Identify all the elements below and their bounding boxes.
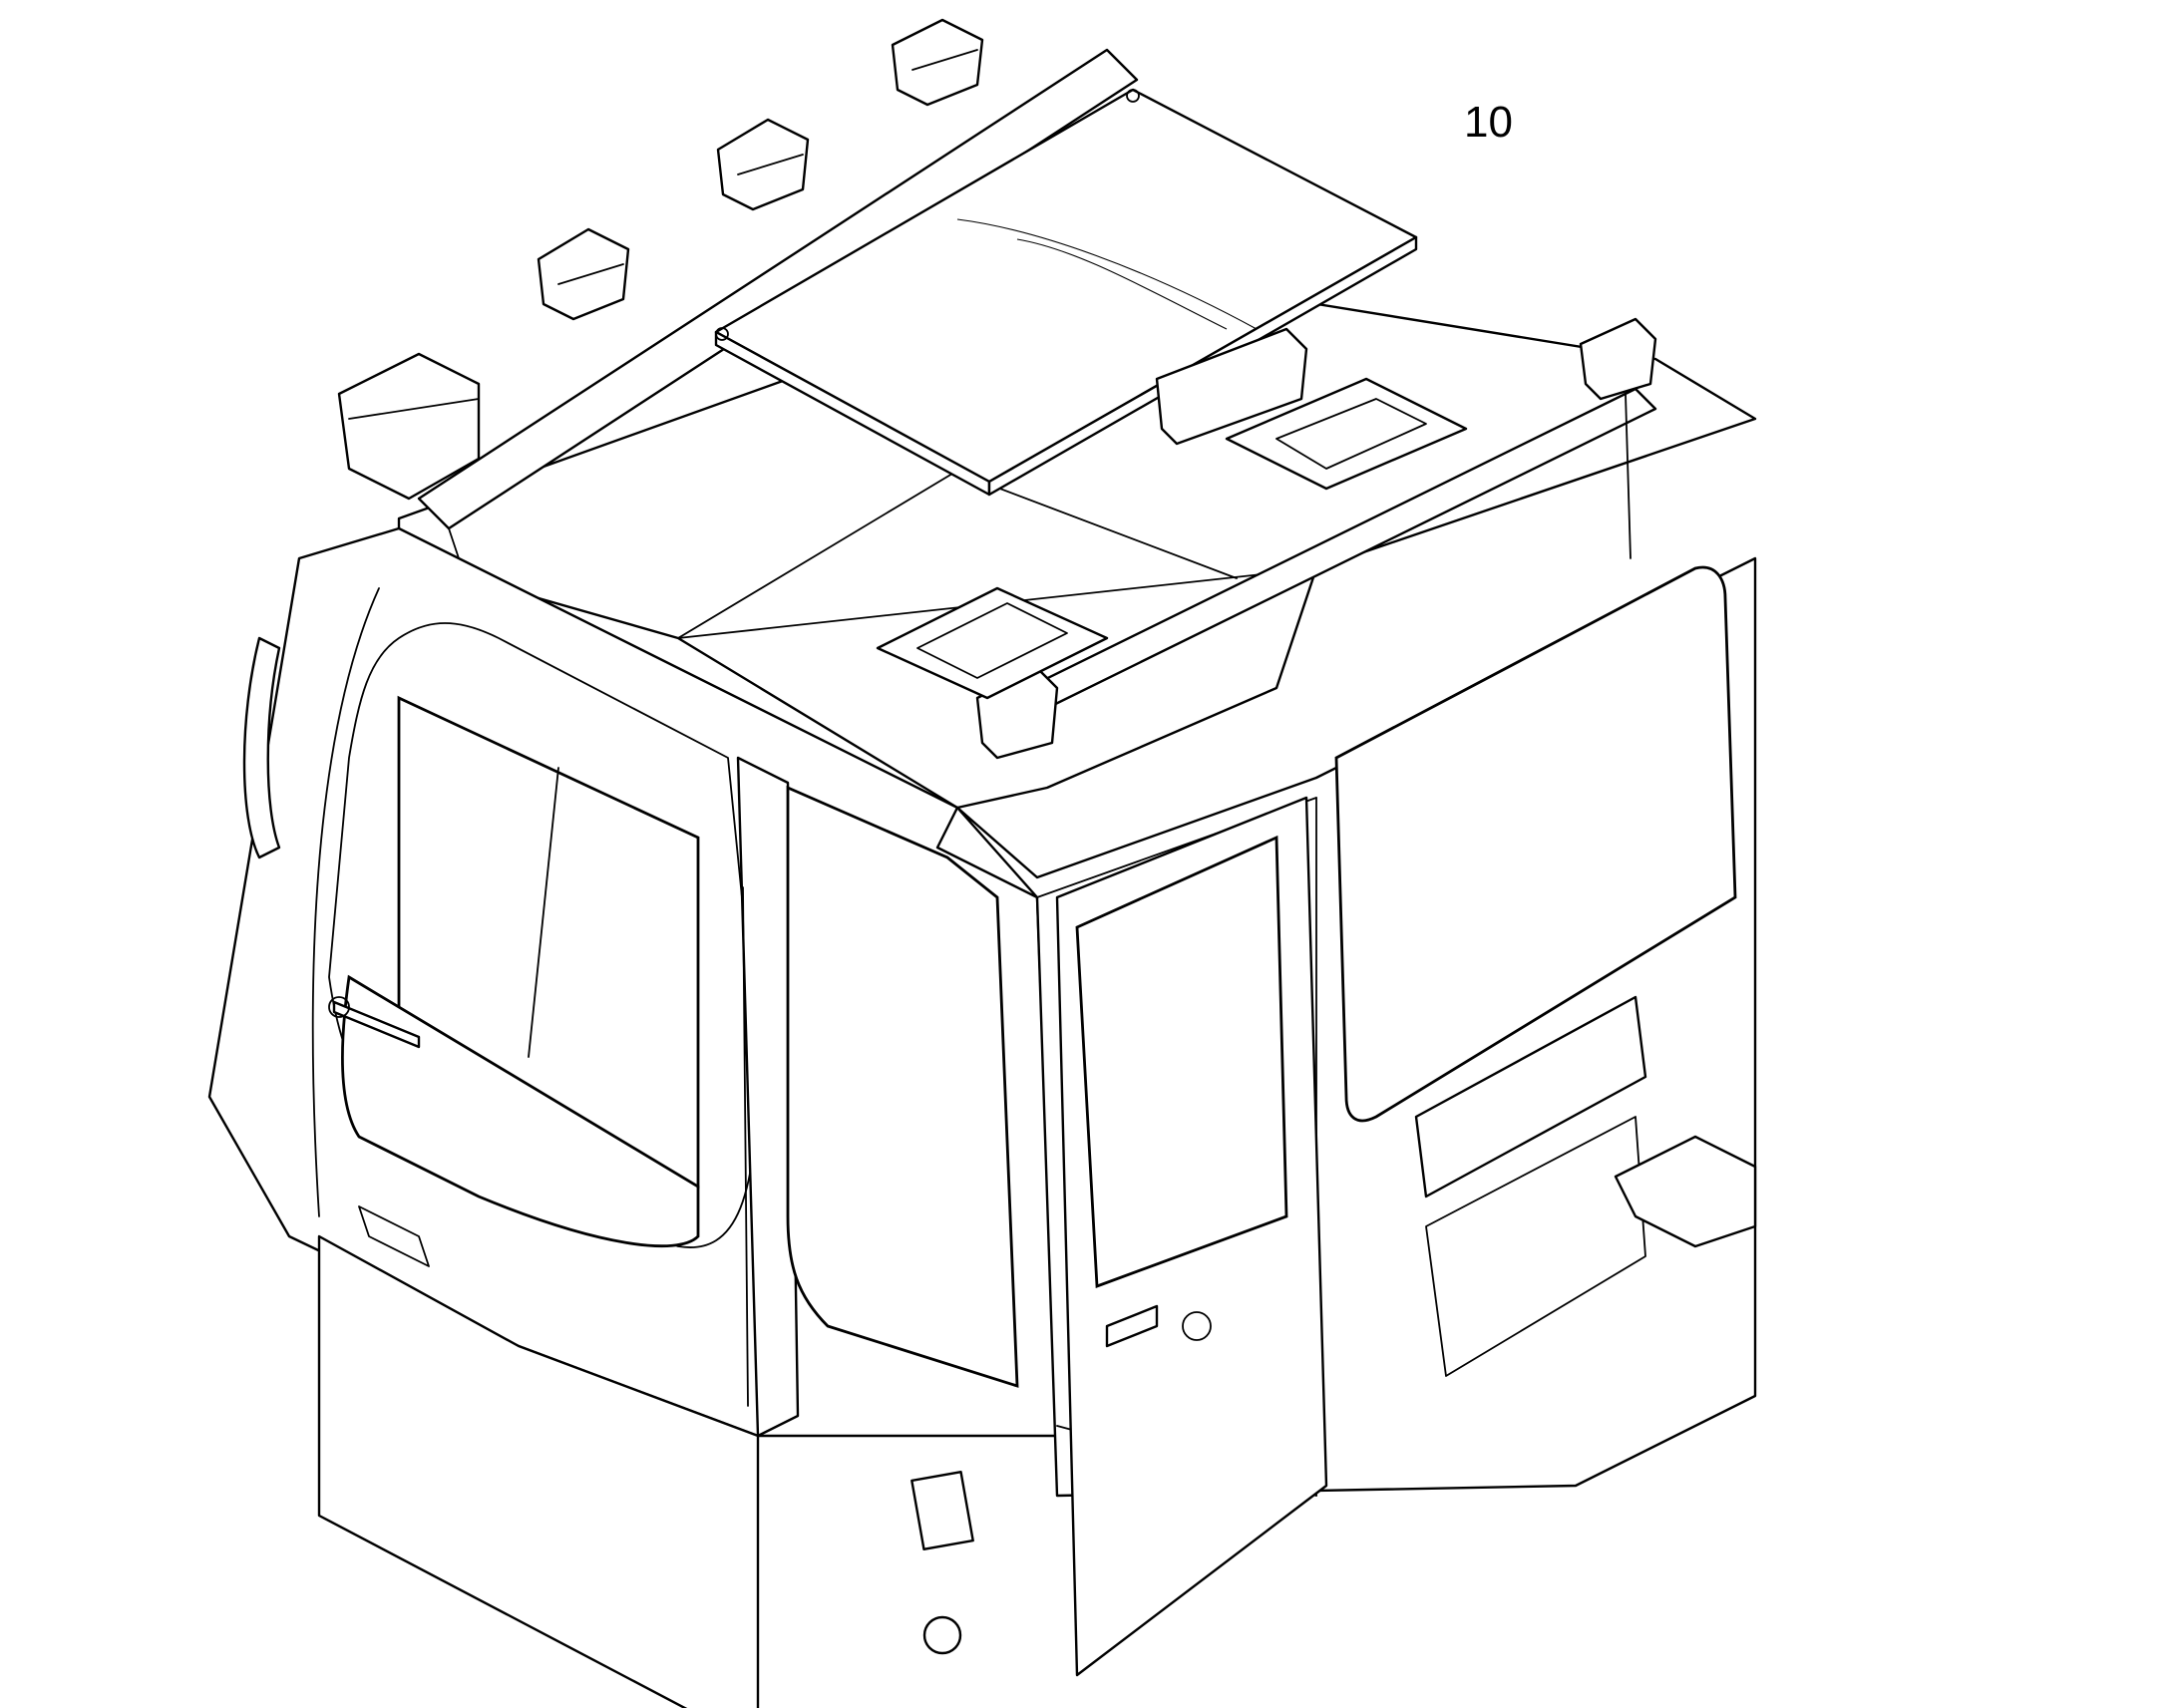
work-light: [337, 352, 481, 501]
rear-bracket: [1614, 1135, 1757, 1248]
roof-hatch: [1225, 377, 1468, 491]
front-pillar: [736, 756, 800, 1438]
callout-label: 10: [1464, 98, 1513, 147]
door-handle: [328, 996, 421, 1049]
side-window: [786, 785, 1019, 1388]
cab-door: [328, 622, 759, 1248]
work-light: [537, 227, 630, 321]
front-door-handle: [1105, 1304, 1159, 1348]
right-side-window: [1334, 565, 1737, 1123]
rear-light-bar: [975, 317, 1657, 760]
grab-handle-left: [242, 636, 281, 859]
lower-grab-recess: [358, 1205, 430, 1267]
front-door: [1055, 796, 1328, 1677]
lower-latch: [922, 1615, 962, 1655]
lower-keyhole-plate: [910, 1470, 974, 1551]
door-lower-window: [341, 974, 700, 1248]
cab-lower-body: [317, 1234, 760, 1708]
work-light: [716, 118, 810, 211]
roof-hatch: [876, 586, 1109, 700]
front-light-bar: [337, 18, 1139, 559]
work-light: [891, 18, 984, 107]
front-door-window: [1075, 835, 1288, 1288]
rear-work-light: [1579, 317, 1657, 401]
rear-access-panel: [1414, 995, 1647, 1377]
roof-antenna-box: [1155, 327, 1308, 446]
